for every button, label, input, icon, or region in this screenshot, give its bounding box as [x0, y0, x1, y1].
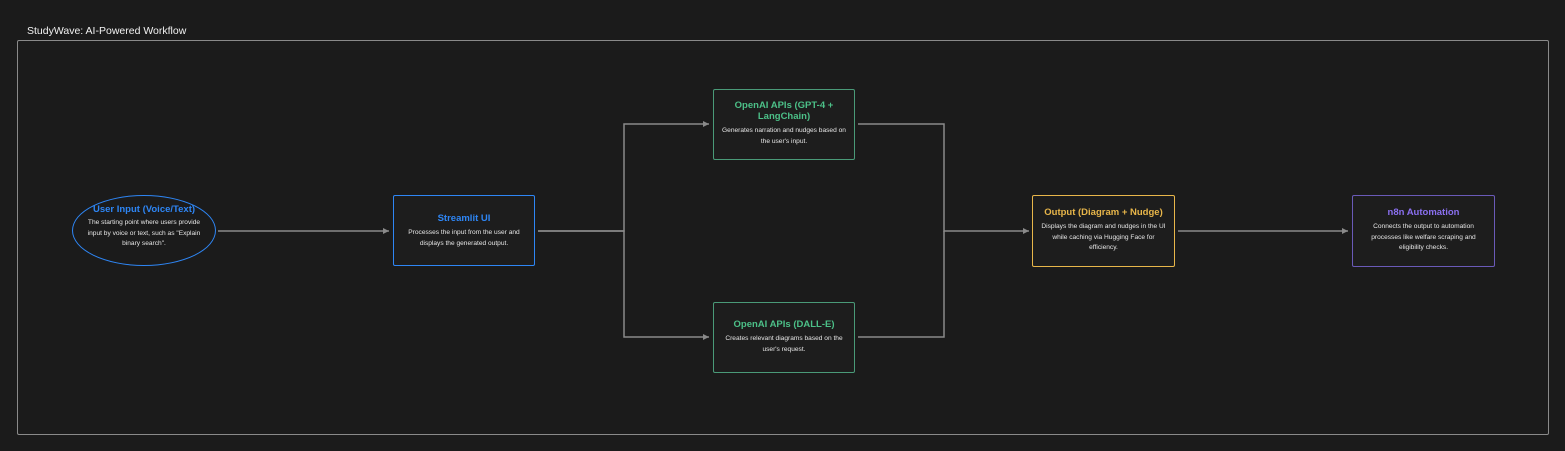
node-streamlit-ui-title: Streamlit UI: [437, 213, 491, 224]
node-output-title: Output (Diagram + Nudge): [1044, 207, 1163, 218]
edge-openai-dalle-to-output: [858, 231, 945, 338]
node-openai-dalle-title: OpenAI APIs (DALL-E): [733, 319, 835, 330]
edge-streamlit-to-openai-gpt: [538, 121, 709, 232]
node-openai-gpt: OpenAI APIs (GPT-4 + LangChain) Generate…: [713, 89, 855, 160]
node-streamlit-ui-desc: Processes the input from the user and di…: [408, 229, 520, 247]
node-user-input-title: User Input (Voice/Text): [92, 204, 196, 215]
node-openai-dalle: OpenAI APIs (DALL-E) Creates relevant di…: [713, 302, 855, 373]
node-user-input: User Input (Voice/Text) The starting poi…: [72, 195, 216, 266]
node-openai-dalle-desc: Creates relevant diagrams based on the u…: [725, 335, 843, 353]
node-openai-gpt-desc: Generates narration and nudges based on …: [722, 127, 846, 145]
node-n8n-automation-desc: Connects the output to automation proces…: [1371, 223, 1476, 251]
workflow-frame: [17, 40, 1549, 435]
node-output-desc: Displays the diagram and nudges in the U…: [1041, 223, 1166, 251]
node-streamlit-ui: Streamlit UI Processes the input from th…: [393, 195, 535, 266]
node-n8n-automation-title: n8n Automation: [1387, 207, 1460, 218]
edge-openai-gpt-to-output: [858, 123, 1029, 234]
node-user-input-desc: The starting point where users provide i…: [87, 219, 201, 247]
node-openai-gpt-title: OpenAI APIs (GPT-4 + LangChain): [734, 100, 834, 122]
node-output: Output (Diagram + Nudge) Displays the di…: [1032, 195, 1175, 267]
node-n8n-automation: n8n Automation Connects the output to au…: [1352, 195, 1495, 267]
edge-streamlit-to-openai-dalle: [538, 230, 709, 340]
frame-title: StudyWave: AI-Powered Workflow: [27, 25, 187, 37]
